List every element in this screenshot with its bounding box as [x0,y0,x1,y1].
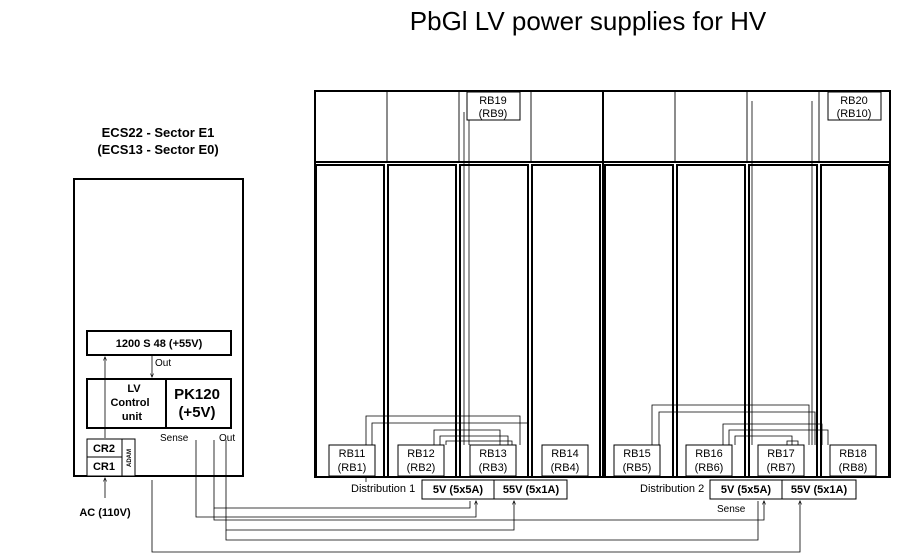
distribution-1-55v: 55V (5x1A) [503,484,560,496]
rb-top-box-2: RB20 (RB10) [827,91,882,121]
adam-cr2: CR2 [93,443,115,455]
rb-box-1: RB11 (RB1) [328,444,376,477]
lv-control-line1: LV [127,383,141,395]
lv-control-block [86,378,232,429]
ecs-header-line1: ECS22 - Sector E1 [102,125,215,140]
distribution-2-label: Distribution 2 [640,483,704,495]
ecs-rack [73,178,244,477]
distribution-2-wires [651,404,829,445]
adam-cr1: CR1 [93,461,115,473]
rb-box-2-line2: (RB2) [407,462,436,474]
distribution-1-panel [421,479,568,500]
rb-top-box-1-line2: (RB9) [479,108,508,120]
rb-top-box-2-line2: (RB10) [837,108,872,120]
distribution-2-5v: 5V (5x5A) [721,484,771,496]
distribution-2-55v: 55V (5x1A) [791,484,848,496]
psu-1200s48: 1200 S 48 (+55V) [86,330,232,356]
rb-box-7-line2: (RB7) [767,462,796,474]
distribution-1-wires [365,415,529,482]
rb-top-box-1-line1: RB19 [479,95,507,107]
rb-box-6-line2: (RB6) [695,462,724,474]
rb-box-8-line1: RB18 [839,448,867,460]
rb-box-5-line1: RB15 [623,448,651,460]
cable-runs [151,440,800,553]
detector-rack [314,90,891,478]
rb-box-1-line2: (RB1) [338,462,367,474]
rb-box-1-line1: RB11 [339,448,366,460]
ac-label: AC (110V) [79,507,131,519]
distribution-1-5v: 5V (5x5A) [433,484,483,496]
top-feed-wires [463,101,813,445]
psu-out-label: Out [155,358,171,369]
crates [315,164,890,478]
rb-top-box-2-line1: RB20 [840,95,868,107]
page-title: PbGl LV power supplies for HV [410,6,767,36]
pk120-sense-label: Sense [160,433,189,444]
rb-box-4-line2: (RB4) [551,462,580,474]
rb-box-4: RB14 (RB4) [541,444,589,477]
rb-box-7-line1: RB17 [767,448,795,460]
psu-label: 1200 S 48 (+55V) [116,338,203,350]
distribution-2-sense-label: Sense [717,504,746,515]
rb-box-5: RB15 (RB5) [613,444,661,477]
lv-control-line2: Control [110,397,149,409]
pk120-line2: (+5V) [178,404,215,421]
rb-box-3: RB13 (RB3) [469,444,517,477]
rb-box-2: RB12 (RB2) [397,444,445,477]
adam-module-label: ADAM [127,449,133,467]
rb-box-2-line1: RB12 [407,448,435,460]
pk120-out-label: Out [219,433,235,444]
rb-box-7: RB17 (RB7) [757,444,805,477]
rb-box-6-line1: RB16 [695,448,723,460]
rb-top-box-1: RB19 (RB9) [466,91,521,121]
rb-box-6: RB16 (RB6) [685,444,733,477]
distribution-1-label: Distribution 1 [351,483,415,495]
rb-box-3-line1: RB13 [479,448,507,460]
rb-box-3-line2: (RB3) [479,462,508,474]
rb-box-4-line1: RB14 [551,448,579,460]
pk120-line1: PK120 [174,386,220,403]
rb-box-8-line2: (RB8) [839,462,868,474]
adam-module [86,438,136,477]
rb-box-8: RB18 (RB8) [829,444,877,477]
rb-box-5-line2: (RB5) [623,462,652,474]
distribution-2-panel [709,479,857,500]
lv-control-line3: unit [122,411,142,423]
ecs-header-line2: (ECS13 - Sector E0) [97,142,218,157]
